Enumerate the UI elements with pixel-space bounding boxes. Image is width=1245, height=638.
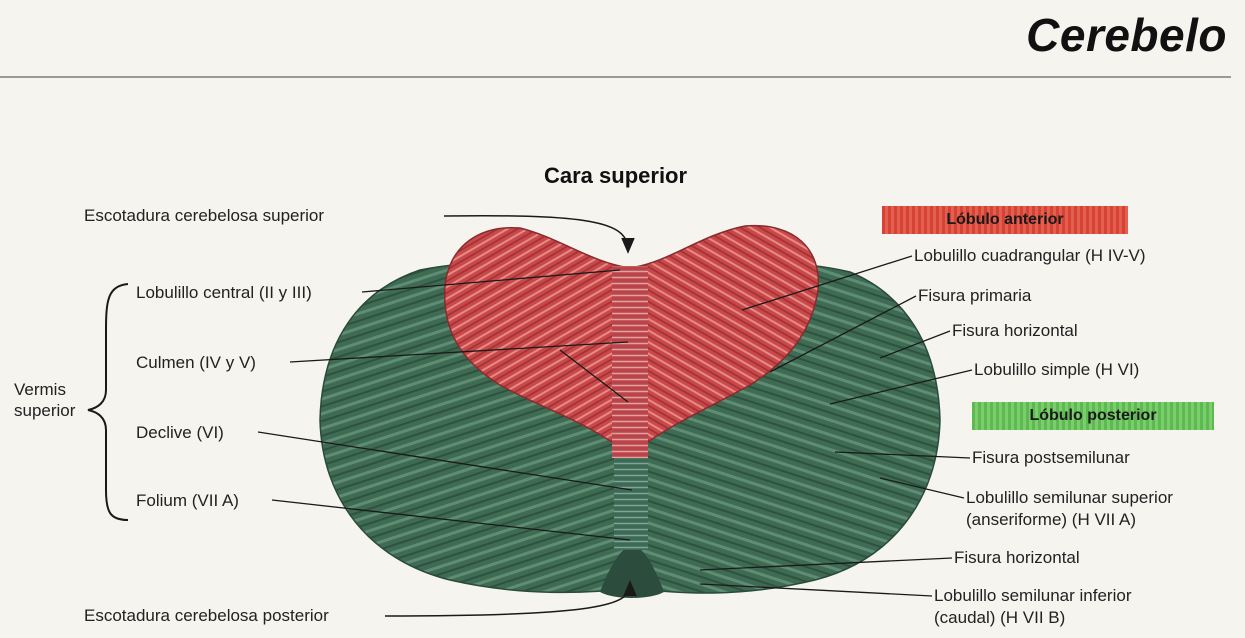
label-semilunar-superior-line2: (anseriforme) (H VII A) <box>966 510 1136 530</box>
label-lobulillo-simple: Lobulillo simple (H VI) <box>974 360 1139 380</box>
label-declive: Declive (VI) <box>136 423 224 443</box>
label-vermis-line1: Vermis <box>14 380 66 400</box>
label-fisura-primaria: Fisura primaria <box>918 286 1031 306</box>
badge-lobulo-anterior: Lóbulo anterior <box>882 206 1128 234</box>
label-cuadrangular: Lobulillo cuadrangular (H IV-V) <box>914 246 1146 266</box>
label-semilunar-superior-line1: Lobulillo semilunar superior <box>966 488 1173 508</box>
label-semilunar-inferior-line1: Lobulillo semilunar inferior <box>934 586 1131 606</box>
label-fisura-horizontal-1: Fisura horizontal <box>952 321 1078 341</box>
label-escotadura-superior: Escotadura cerebelosa superior <box>84 206 324 226</box>
label-lobulillo-central: Lobulillo central (II y III) <box>136 283 312 303</box>
label-folium: Folium (VII A) <box>136 491 239 511</box>
label-fisura-horizontal-2: Fisura horizontal <box>954 548 1080 568</box>
label-vermis-line2: superior <box>14 401 75 421</box>
vermis-posterior <box>614 458 648 550</box>
label-semilunar-inferior-line2: (caudal) (H VII B) <box>934 608 1065 628</box>
label-culmen: Culmen (IV y V) <box>136 353 256 373</box>
label-escotadura-posterior: Escotadura cerebelosa posterior <box>84 606 329 626</box>
label-fisura-postsemilunar: Fisura postsemilunar <box>972 448 1130 468</box>
vermis-anterior <box>612 266 648 458</box>
vermis-brace <box>88 284 128 520</box>
badge-lobulo-posterior: Lóbulo posterior <box>972 402 1214 430</box>
